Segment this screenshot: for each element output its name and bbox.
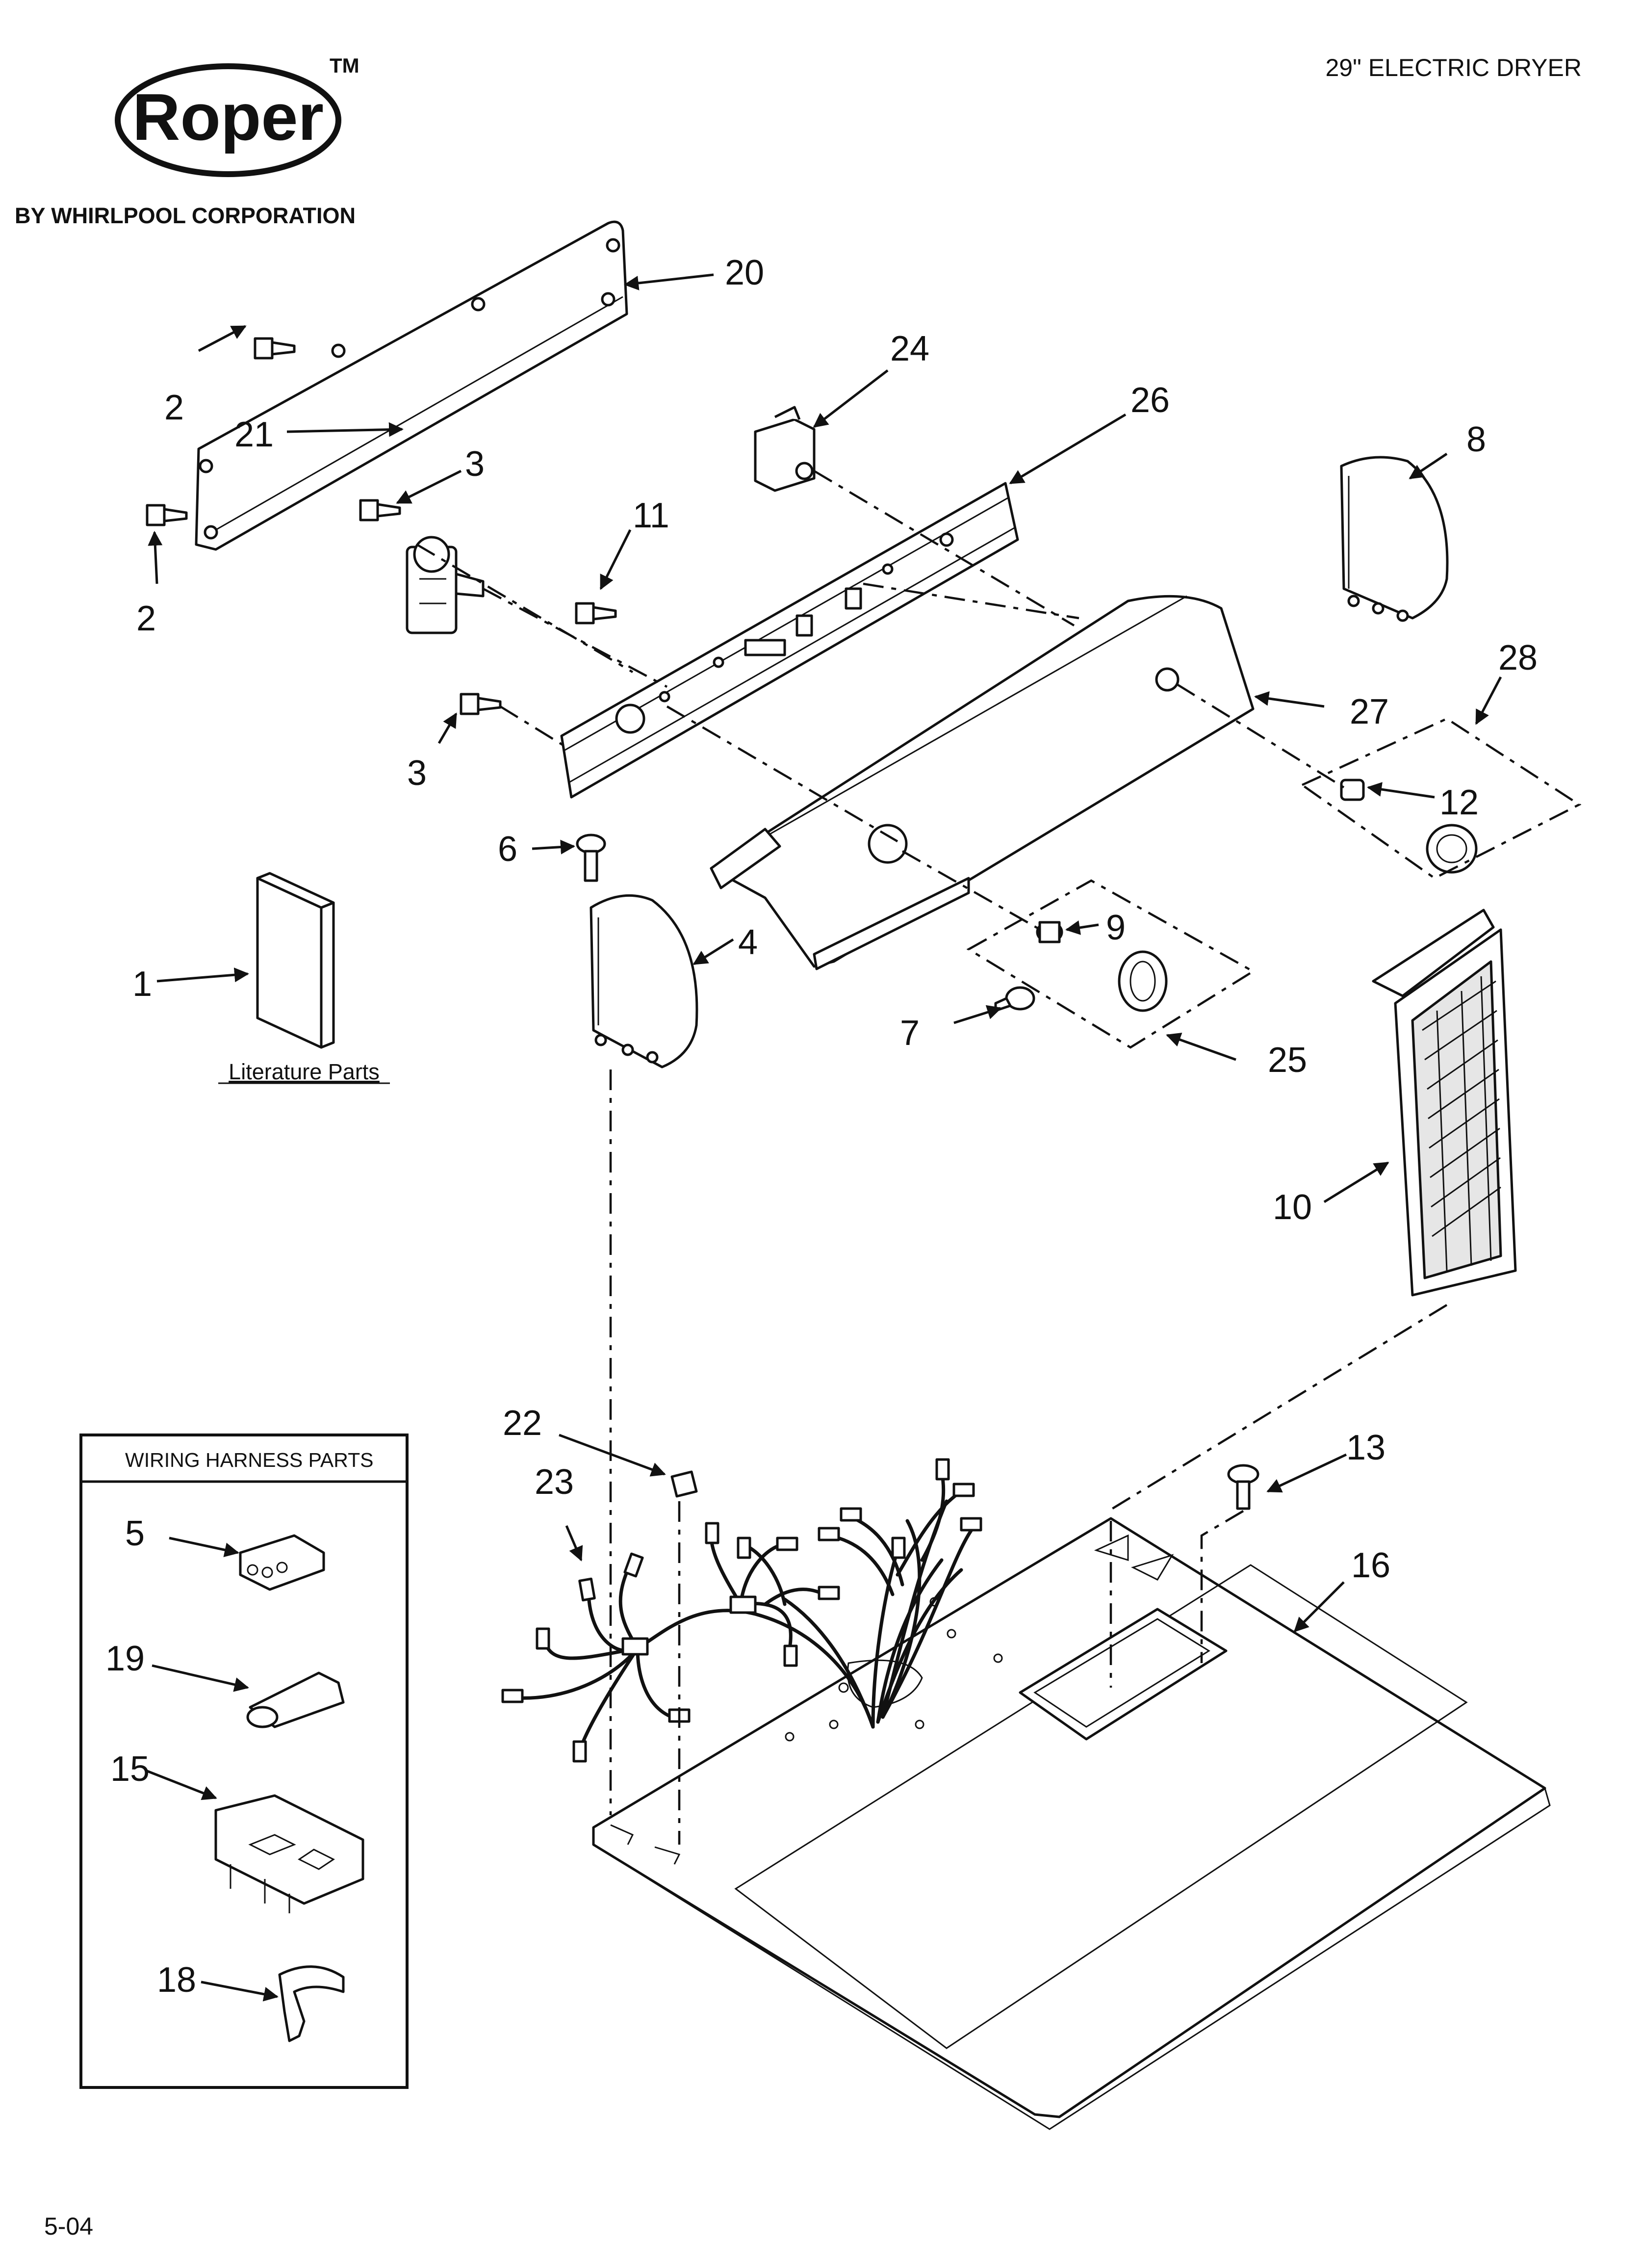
callout-12: 12 (1439, 783, 1479, 822)
callout-18: 18 (157, 1960, 196, 2000)
part-6-screw (576, 834, 606, 882)
date-code: 5-04 (44, 2213, 93, 2240)
assembly-lines (416, 470, 1448, 1845)
logo-text: Roper (132, 80, 324, 154)
brand-subtitle: BY WHIRLPOOL CORPORATION (15, 203, 356, 228)
part-27-console (710, 595, 1255, 970)
part-9-knob-spring (1036, 921, 1063, 943)
group-25-outline (966, 879, 1256, 1049)
part-28-knob (1426, 824, 1478, 874)
callout-2-upper: 2 (164, 388, 184, 427)
part-3-screw-lower (460, 693, 502, 715)
part-16-top-cover (592, 1517, 1551, 2130)
part-26-control-panel (560, 482, 1019, 799)
part-15-connector-block (214, 1794, 364, 1913)
callout-27: 27 (1350, 692, 1389, 731)
part-21-timer (406, 536, 485, 634)
callout-22: 22 (503, 1404, 542, 1443)
group-28-outline (1300, 717, 1582, 880)
callout-16: 16 (1351, 1546, 1390, 1585)
callout-19: 19 (105, 1639, 145, 1678)
callout-28: 28 (1498, 638, 1538, 678)
part-11-screw (575, 602, 617, 625)
part-24-switch (754, 406, 816, 492)
callout-8: 8 (1466, 420, 1486, 459)
callout-9: 9 (1106, 908, 1126, 947)
part-23-wiring-harness (501, 1458, 982, 1763)
leader-arrows (147, 273, 1502, 2002)
callout-24: 24 (890, 329, 929, 368)
part-22-clip (670, 1470, 698, 1498)
callout-15: 15 (110, 1749, 150, 1789)
part-8-end-cap-right (1340, 456, 1449, 622)
roper-logo: Roper TM (115, 54, 359, 177)
callout-labels: 20 2 2 3 3 21 11 24 26 8 28 27 12 6 4 9 … (105, 253, 1538, 2000)
callout-7: 7 (900, 1014, 920, 1053)
callout-1: 1 (132, 965, 152, 1004)
part-3-screw-upper (359, 499, 401, 521)
callout-11: 11 (633, 496, 669, 535)
part-7-screw (994, 986, 1035, 1012)
part-19-terminal (246, 1671, 345, 1728)
callout-25: 25 (1268, 1041, 1307, 1080)
inset-title: WIRING HARNESS PARTS (125, 1449, 374, 1471)
part-10-lint-screen (1372, 909, 1517, 1297)
callout-2-lower: 2 (136, 599, 156, 638)
callout-20: 20 (725, 253, 764, 292)
callout-6: 6 (498, 830, 517, 869)
literature-parts-label: Literature Parts (229, 1059, 380, 1084)
callout-3-upper: 3 (465, 444, 485, 484)
callout-13: 13 (1346, 1428, 1385, 1467)
part-4-end-cap-left (590, 894, 698, 1069)
callout-26: 26 (1130, 381, 1170, 420)
callout-5: 5 (125, 1514, 145, 1553)
part-2-screw-lower (146, 504, 188, 526)
model-description: 29" ELECTRIC DRYER (1325, 54, 1582, 81)
callout-21: 21 (234, 415, 274, 454)
trademark-symbol: TM (330, 54, 359, 77)
part-1-literature (256, 872, 335, 1049)
part-18-clip (278, 1965, 345, 2042)
part-25-knob (1118, 950, 1168, 1012)
callout-10: 10 (1273, 1188, 1312, 1227)
wiring-harness-inset (79, 1434, 409, 2089)
part-2-screw-upper (254, 337, 296, 360)
part-20-rear-bracket (195, 220, 628, 551)
callout-23: 23 (535, 1462, 574, 1502)
part-13-screw (1227, 1464, 1259, 1510)
part-5-connector (239, 1534, 325, 1591)
part-12-knob-spring (1340, 779, 1365, 801)
callout-4: 4 (738, 923, 758, 962)
callout-3-lower: 3 (407, 754, 427, 793)
